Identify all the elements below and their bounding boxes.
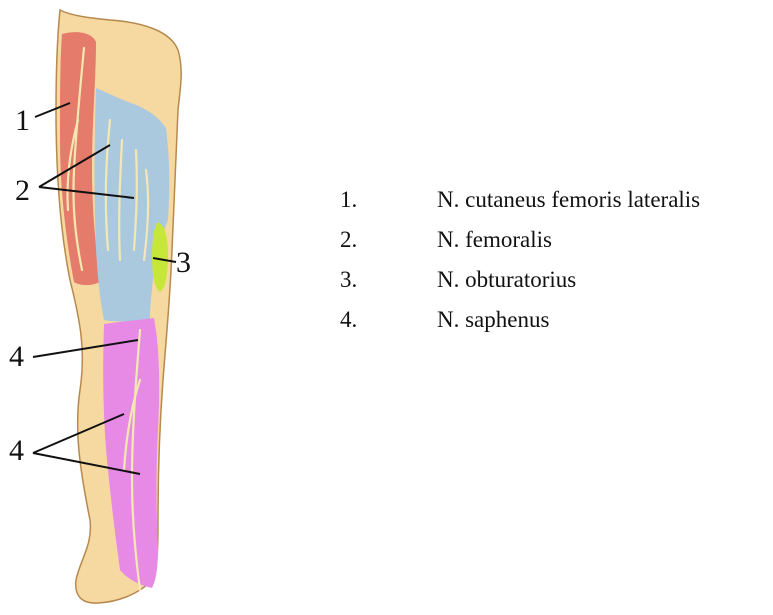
legend-number: 1. [340,187,437,213]
legend-number: 4. [340,307,437,333]
legend-item-4: 4. N. saphenus [340,300,770,340]
legend-label: N. obturatorius [437,267,576,293]
legend-label: N. cutaneus femoris lateralis [437,187,700,213]
legend-item-2: 2. N. femoralis [340,220,770,260]
legend-item-3: 3. N. obturatorius [340,260,770,300]
callout-2: 2 [15,176,30,206]
callout-3: 3 [176,248,191,278]
callout-4-lower: 4 [9,436,24,466]
legend-item-1: 1. N. cutaneus femoris lateralis [340,180,770,220]
legend-number: 3. [340,267,437,293]
legend-number: 2. [340,227,437,253]
nerve-legend: 1. N. cutaneus femoris lateralis 2. N. f… [340,180,770,340]
callout-1: 1 [15,106,30,136]
legend-label: N. saphenus [437,307,549,333]
callout-4-upper: 4 [9,342,24,372]
legend-label: N. femoralis [437,227,552,253]
